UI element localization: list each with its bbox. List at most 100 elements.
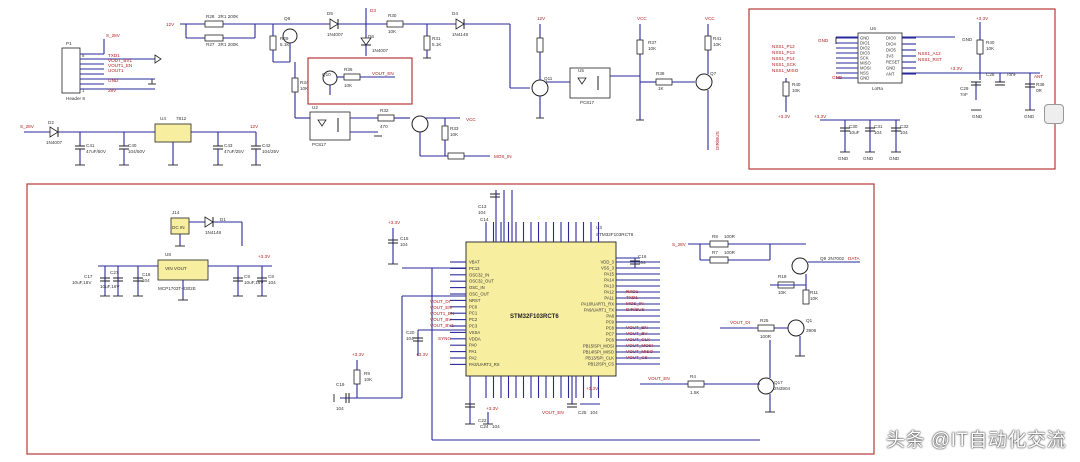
u3-pin-right: PA14: [604, 278, 615, 283]
u3-net-r8: VOUT_MISO: [626, 349, 653, 354]
r11-value: 10K: [810, 296, 819, 301]
u3-top-pins: [485, 222, 600, 242]
c43-label: C43: [224, 143, 233, 148]
c8-value: 104: [268, 280, 276, 285]
r19-value: 10K: [778, 290, 787, 295]
u6-net-0: NSS1_P12: [772, 44, 795, 49]
c20-label: C20: [406, 330, 415, 335]
c29-value: 7nF: [960, 92, 968, 97]
u6-gnd-right: GND: [962, 37, 973, 42]
dir-bus-label: DIR/BUS: [715, 131, 720, 150]
u6-net-2: NSS1_P14: [772, 56, 795, 61]
r33-label: R33: [450, 126, 459, 131]
p1-pin-1: 1: [82, 88, 85, 93]
c15-value: 104: [400, 242, 408, 247]
u3-pin-left: PC3: [469, 324, 478, 329]
q1-label: Q1: [806, 318, 813, 323]
u3-pin-right: PA12: [604, 290, 615, 295]
u6-net-3: NSS1_SCK: [772, 62, 797, 67]
ant-label: ANT: [1034, 74, 1043, 79]
c30-label: C30: [849, 124, 858, 129]
r31-value: 5.1K: [432, 42, 442, 47]
net-33v-reg: +3.3V: [258, 254, 271, 259]
u3-net-l4: VOUT_BV1: [430, 323, 454, 328]
u3-pin-left: PA0: [469, 343, 477, 348]
d5-value: 1N4007: [327, 32, 344, 37]
lora-gnd-c32: GND: [889, 156, 900, 161]
j14-label: J14: [172, 210, 180, 215]
r41-label: R41: [713, 36, 722, 41]
d4-label: D4: [452, 11, 458, 16]
r37-label: R37: [648, 40, 657, 45]
c8-label: C8: [268, 274, 274, 279]
u6-pin-left: DIO1: [860, 41, 870, 46]
r30-label: R30: [388, 13, 397, 18]
net-vcc-u5: VCC: [637, 16, 647, 21]
camera-icon[interactable]: [1044, 104, 1064, 124]
u3-pin-right: PC8: [606, 326, 615, 331]
u6-pin-right: GND: [886, 66, 895, 71]
q1-value: 3906: [806, 328, 817, 333]
r32-label: R32: [380, 108, 389, 113]
u6-pin-right: ANT: [886, 72, 895, 77]
u3-pin-left: PC2: [469, 317, 478, 322]
r25-label: R25: [760, 318, 769, 323]
u3-net-r1: TXD1: [626, 295, 638, 300]
net-33v-c25: +3.3V: [586, 386, 599, 391]
u6-gnd-left2: GND: [832, 75, 843, 80]
net-33v-lora: +3.3V: [976, 16, 989, 21]
r11-label: R11: [810, 290, 819, 295]
net-vcc-u2: VCC: [466, 117, 476, 122]
power-7812: S_28V D2 1N4007 C41 47uF/50V C40 104/50V…: [20, 116, 280, 166]
d2-label: D2: [48, 120, 54, 125]
c31-label: C31: [874, 124, 883, 129]
r8-label: R8: [712, 234, 718, 239]
d1-value: 1N4148: [205, 230, 222, 235]
lora-gnd-c29: GND: [972, 114, 983, 119]
u6-label: U6: [870, 26, 876, 31]
r9-label: R9: [364, 371, 370, 376]
r36-label: R36: [344, 67, 353, 72]
r38-value: 1K: [658, 86, 665, 91]
p1-net-s28v: S_28V: [106, 33, 121, 38]
c24-value: 104: [492, 424, 500, 429]
u6-pin-right: DIO4: [886, 42, 896, 47]
optocoupler-u2: U2 PC817 R32 470 VCC R33 10K MOS_IN: [295, 105, 512, 160]
u8-value: MCP1703T-3302E: [158, 286, 196, 291]
u3-pin-right: PB13/SPI_CLK: [585, 356, 614, 361]
u6-net-1: NSS1_P13: [772, 50, 795, 55]
p1-title: P1: [66, 41, 72, 46]
c27-value: 10uF,16V: [100, 284, 120, 289]
u3-pin-right: PA8: [606, 314, 614, 319]
u6-pin-left: MISO: [860, 61, 871, 66]
q10-box: Q10 R36 10K VOUT_EN: [307, 57, 413, 105]
u3-pin-left: VSSA: [469, 330, 480, 335]
u3-net-r5: VOUT_BV: [626, 331, 648, 336]
r4-label: R4: [690, 374, 696, 379]
r34-value: 10K: [300, 86, 309, 91]
u3-label: U3: [596, 225, 602, 230]
vout-en-bot2: VOUT_EN: [542, 410, 564, 415]
u3-pin-right: PC9: [606, 320, 615, 325]
lora-33v-net: +3.3V: [950, 66, 963, 71]
c19-label: C19: [336, 382, 345, 387]
u3-net-r4: VOUT_EN: [626, 325, 648, 330]
u3-pin-left: PC1: [469, 311, 478, 316]
u3-pin-right: PA9/UART1_TX: [584, 308, 614, 313]
r28-value: 2R1 200K: [218, 14, 239, 19]
c29-label: C29: [960, 86, 969, 91]
lora-r-value: 10K: [792, 88, 801, 93]
c43-value: 47uF/25V: [224, 149, 245, 154]
lora-r-label: R40: [792, 82, 801, 87]
u3-pin-left: PC0: [469, 304, 478, 309]
u3-pin-right: PB14/SPI_MISO: [583, 350, 615, 355]
d4-value: 1N4148: [452, 32, 469, 37]
u6-pin-right: 3V3: [886, 54, 894, 59]
u6-pin-right: DIO0: [886, 36, 896, 41]
c13-label: C13: [478, 204, 487, 209]
c14-label: C14: [480, 217, 489, 222]
diode-chain: D5 1N4007 D6 1N4007 D3 R30 10K R31 5.1K …: [327, 8, 530, 89]
c41-value: 47uF/50V: [86, 149, 107, 154]
u3-net-r2: MOS_IN: [626, 301, 644, 306]
u4-label: U4: [160, 116, 166, 121]
